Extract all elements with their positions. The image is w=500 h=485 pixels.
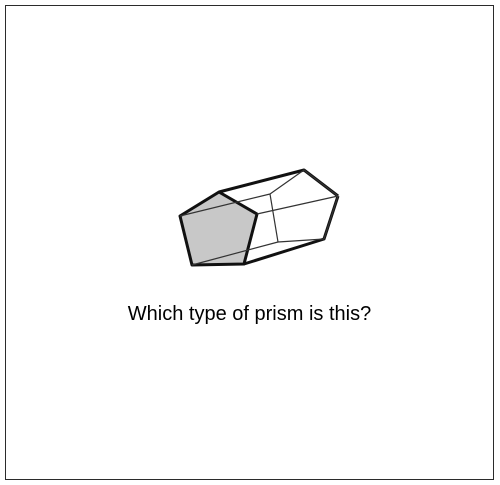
question-text: Which type of prism is this? <box>6 302 493 326</box>
prism-figure <box>172 164 344 272</box>
pentagonal-prism-icon <box>172 164 344 272</box>
prism-inner-edge-top <box>257 196 338 214</box>
question-card: Which type of prism is this? <box>5 5 494 480</box>
prism-front-face <box>180 192 257 265</box>
